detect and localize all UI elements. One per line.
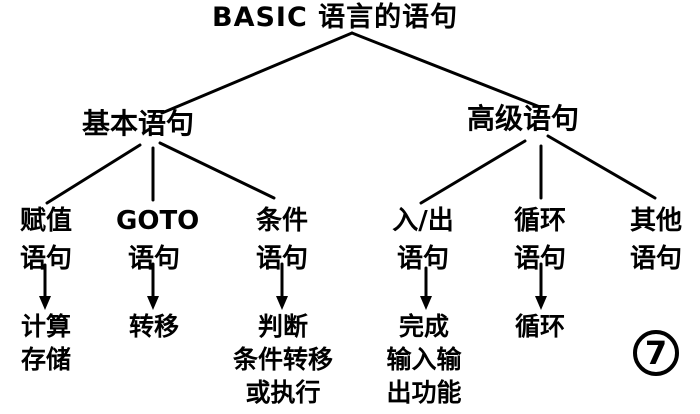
branch-basic-statements: 基本语句: [82, 107, 195, 140]
edge-basic-cond: [158, 141, 276, 200]
root-node-title: BASIC 语言的语句: [212, 2, 459, 33]
desc-conditional: 判断 条件转移 或执行: [232, 312, 333, 407]
edge-basic-assign: [45, 143, 142, 205]
arrowhead-icon: [147, 296, 159, 310]
desc-assignment: 计算 存储: [20, 312, 71, 374]
leaf-assignment-statement: 赋值 语句: [19, 206, 72, 274]
arrowhead-icon: [420, 296, 432, 310]
leaf-conditional-statement: 条件 语句: [255, 206, 308, 274]
leaf-loop-statement: 循环 语句: [513, 206, 566, 274]
edge-root-basic: [160, 31, 354, 115]
desc-io: 完成 输入输 出功能: [386, 312, 462, 407]
arrowhead-icon: [535, 296, 547, 310]
desc-loop: 循环: [514, 312, 565, 341]
figure-number: 7: [644, 334, 668, 372]
figure-number-badge: 7: [633, 330, 679, 376]
arrowhead-icon: [276, 296, 288, 310]
edge-adv-other: [546, 134, 657, 200]
edge-adv-io: [419, 139, 527, 205]
leaf-goto-statement: GOTO 语句: [116, 206, 200, 274]
branch-advanced-statements: 高级语句: [467, 102, 580, 135]
edge-root-advanced: [350, 31, 542, 109]
leaf-io-statement: 入/出 语句: [392, 206, 454, 274]
desc-goto: 转移: [128, 312, 179, 341]
leaf-other-statement: 其他 语句: [629, 206, 682, 274]
arrowhead-icon: [39, 296, 51, 310]
